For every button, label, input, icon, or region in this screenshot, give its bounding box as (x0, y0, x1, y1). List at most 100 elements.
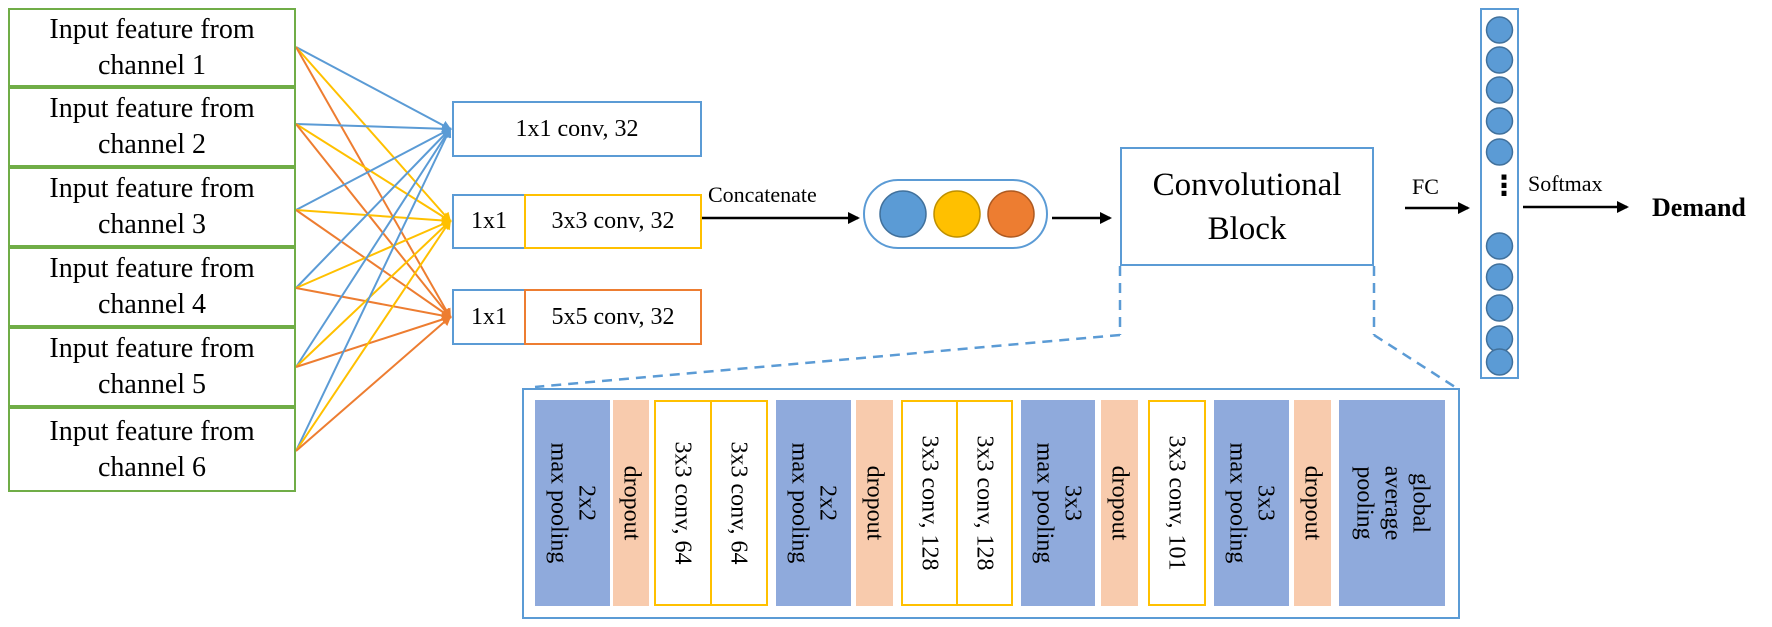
conv3x3-pre-1x1: 1x1 (452, 194, 526, 249)
input-to-branch-connections (295, 46, 452, 452)
conv3x3-label: 3x3 conv, 32 (551, 208, 675, 234)
fc-neuron-10 (1485, 348, 1514, 376)
fc-ellipsis: ⋮ (1490, 169, 1518, 202)
connection-blue-from-channel-5 (295, 127, 452, 368)
connection-yellow-from-channel-2 (295, 123, 452, 223)
connection-yellow-from-channel-3 (295, 209, 452, 226)
layer-text: average (1378, 465, 1405, 541)
connection-yellow-from-channel-5 (295, 219, 452, 368)
fc-neuron-9 (1485, 325, 1514, 353)
layer-text: 3x3 conv, 101 (1164, 435, 1190, 571)
fc-label: FC (1412, 174, 1439, 199)
input-channel-3: Input feature from channel 3 (8, 167, 296, 247)
input-channel-2: Input feature from channel 2 (8, 87, 296, 167)
input-label-line1: Input feature from (49, 173, 255, 204)
conv5x5-pre-label: 1x1 (471, 303, 507, 330)
layer-conv: 3x3 conv, 64 (710, 400, 768, 606)
connection-blue-from-channel-4 (295, 127, 452, 289)
layer-dropout: dropout (1294, 400, 1331, 606)
layer-text: max pooling (1031, 442, 1057, 564)
input-label-line1: Input feature from (49, 253, 255, 284)
fc-neuron-6 (1485, 232, 1514, 260)
concat-circle-yellow (933, 190, 981, 238)
fc-neuron-5 (1485, 138, 1514, 166)
conv3x3-branch: 3x3 conv, 32 (524, 194, 702, 249)
connection-orange-from-channel-3 (295, 209, 452, 319)
layer-dropout: dropout (613, 400, 649, 606)
connection-orange-from-channel-6 (295, 315, 452, 452)
connection-yellow-from-channel-4 (295, 219, 452, 289)
connection-orange-from-channel-5 (295, 314, 452, 368)
convolutional-block: Convolutional Block (1120, 147, 1374, 266)
input-label-line2: channel 3 (97, 209, 207, 240)
fc-neuron-8 (1485, 294, 1514, 322)
layer-text: dropout (618, 465, 645, 541)
connection-orange-from-channel-4 (295, 287, 452, 321)
connection-orange-from-channel-2 (295, 123, 452, 319)
layer-text: 3x3 conv, 64 (726, 441, 752, 565)
conv3x3-pre-label: 1x1 (471, 208, 507, 234)
layer-text: 2x2 (814, 485, 841, 521)
layer-text: global (1406, 472, 1433, 533)
input-label-line2: channel 5 (97, 369, 207, 400)
fc-neuron-4 (1485, 107, 1514, 135)
conv5x5-pre-1x1: 1x1 (452, 289, 526, 345)
demand-label: Demand (1652, 193, 1746, 222)
conv1x1-label: 1x1 conv, 32 (515, 115, 639, 142)
conv5x5-branch: 5x5 conv, 32 (524, 289, 702, 345)
fc-neuron-3 (1485, 76, 1514, 104)
input-channel-5: Input feature from channel 5 (8, 327, 296, 407)
zoom-line-right-diag (1373, 333, 1456, 389)
input-label-line2: channel 2 (97, 129, 207, 160)
input-channel-1: Input feature from channel 1 (8, 8, 296, 87)
conv-block-title-line2: Block (1207, 210, 1287, 247)
input-label-line1: Input feature from (49, 333, 255, 364)
layer-text: 3x3 conv, 128 (971, 435, 998, 571)
layer-text: max pooling (786, 442, 813, 564)
input-label-line1: Input feature from (49, 13, 255, 45)
connection-blue-from-channel-6 (295, 127, 452, 452)
connection-orange-from-channel-1 (295, 46, 451, 319)
layer-text: dropout (1106, 465, 1133, 541)
concatenate-label: Concatenate (708, 182, 817, 207)
fc-neurons (1485, 16, 1514, 376)
conv5x5-label: 5x5 conv, 32 (551, 303, 675, 330)
layer-dropout: dropout (1101, 400, 1138, 606)
connection-blue-from-channel-1 (295, 46, 452, 130)
connection-yellow-from-channel-1 (295, 46, 452, 223)
layer-conv: 3x3 conv, 64 (654, 400, 712, 606)
layer-text: pooling (1350, 466, 1377, 540)
connection-blue-from-channel-2 (295, 123, 452, 134)
connection-yellow-from-channel-6 (295, 219, 452, 452)
layer-text: 3x3 conv, 128 (916, 435, 943, 571)
layer-text: 3x3 (1252, 485, 1279, 521)
input-label-line1: Input feature from (49, 415, 255, 447)
layer-text: 3x3 (1059, 485, 1085, 521)
layer-text: 2x2 (573, 485, 600, 521)
fc-neuron-7 (1485, 263, 1514, 291)
fc-neuron-1 (1485, 16, 1514, 44)
fc-neuron-2 (1485, 46, 1514, 74)
zoom-line-left-diag (534, 333, 1121, 389)
concat-circle-orange (987, 190, 1035, 238)
layer-text: dropout (1299, 465, 1326, 541)
input-label-line2: channel 1 (97, 49, 207, 81)
layer-text: 3x3 conv, 64 (670, 441, 696, 565)
connection-blue-from-channel-3 (295, 128, 452, 211)
layer-text: max pooling (1224, 442, 1251, 564)
layer-conv: 3x3 conv, 128 (956, 400, 1013, 606)
layer-text: dropout (861, 465, 888, 541)
concat-circle-blue (879, 190, 927, 238)
softmax-label: Softmax (1528, 171, 1603, 196)
layer-dropout: dropout (856, 400, 893, 606)
input-label-line1: Input feature from (49, 93, 255, 124)
conv1x1-branch: 1x1 conv, 32 (452, 101, 702, 157)
layer-text: max pooling (545, 442, 572, 564)
conv-block-title-line1: Convolutional (1152, 166, 1342, 203)
